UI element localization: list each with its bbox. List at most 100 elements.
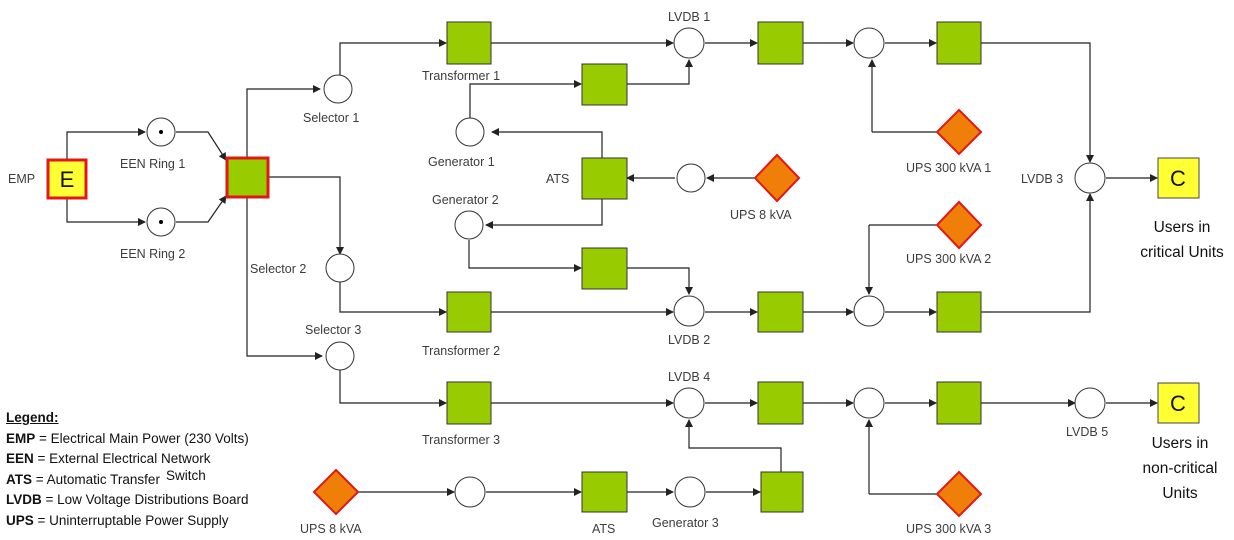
wire-switch-selector3 bbox=[246, 197, 323, 360]
generator-3-label: Generator 3 bbox=[652, 516, 719, 530]
ats-bottom-box bbox=[581, 471, 628, 513]
legend-text: = External Electrical Network bbox=[33, 451, 211, 466]
lvdb-5-node bbox=[1074, 387, 1106, 419]
ups-8kva-top-circle bbox=[676, 163, 706, 193]
lvdb-3-node bbox=[1074, 162, 1106, 194]
legend-text: = Low Voltage Distributions Board bbox=[41, 492, 249, 507]
wire-emp-ring2 bbox=[66, 196, 146, 226]
generator-2-label: Generator 2 bbox=[432, 193, 499, 207]
wire-ring1-switch bbox=[176, 131, 227, 161]
legend-abbr: EMP bbox=[6, 430, 36, 446]
lvdb-2-label: LVDB 2 bbox=[668, 333, 710, 347]
wire-box-lvdb3-top bbox=[981, 42, 1094, 163]
wire-box-lvdb4 bbox=[685, 419, 782, 472]
consumer-critical-box bbox=[1157, 157, 1200, 199]
generator-1-output-box bbox=[581, 63, 628, 106]
legend-abbr: LVDB bbox=[6, 492, 42, 507]
ups-junction-low bbox=[853, 387, 885, 419]
legend-abbr: UPS bbox=[6, 512, 34, 528]
lvdb-2-node bbox=[673, 295, 705, 327]
transformer-3-box bbox=[446, 381, 492, 425]
legend-abbr: EEN bbox=[6, 451, 34, 466]
selector-1-node bbox=[323, 74, 353, 104]
generator-1-node bbox=[455, 117, 485, 147]
selector-1-label: Selector 1 bbox=[303, 111, 359, 125]
main-switch-box bbox=[225, 156, 270, 199]
een-ring-1-dot bbox=[159, 130, 163, 134]
lvdb-4-node bbox=[673, 387, 705, 419]
ats-top-label: ATS bbox=[546, 172, 569, 186]
legend-item-lvdb: LVDB = Low Voltage Distributions Board bbox=[6, 490, 249, 511]
users-noncritical-line-3: Units bbox=[1162, 485, 1198, 502]
wire-switch-selector2 bbox=[268, 176, 344, 255]
transformer-1-box bbox=[446, 21, 492, 65]
wire-box-lvdb3-mid bbox=[981, 193, 1094, 313]
generator-3-output-box bbox=[760, 471, 804, 513]
selector-2-node bbox=[325, 253, 355, 283]
distribution-box-top-2 bbox=[936, 21, 982, 65]
ups-junction-mid bbox=[853, 295, 885, 327]
legend-title: Legend: bbox=[6, 410, 59, 425]
ups-8kva-bottom-label: UPS 8 kVA bbox=[300, 522, 362, 536]
wire-switch-selector1 bbox=[246, 85, 321, 158]
distribution-box-low-2 bbox=[936, 381, 982, 425]
legend-item-ups: UPS = Uninterruptable Power Supply bbox=[6, 511, 249, 532]
wire-ats-generator2 bbox=[485, 199, 603, 229]
distribution-box-low-1 bbox=[757, 381, 804, 425]
consumer-noncritical-symbol: C bbox=[1170, 391, 1186, 416]
ups-300-3-diamond bbox=[935, 470, 983, 518]
ats-top-box bbox=[581, 157, 628, 200]
legend-item-emp: EMP = Electrical Main Power (230 Volts) bbox=[6, 429, 249, 450]
wire-generator2-box bbox=[468, 240, 582, 272]
wire-ats-generator1 bbox=[491, 128, 603, 158]
lvdb-3-label: LVDB 3 bbox=[1021, 172, 1063, 186]
transformer-2-box bbox=[446, 291, 492, 333]
lvdb-5-label: LVDB 5 bbox=[1066, 425, 1108, 439]
ups-junction-top bbox=[853, 27, 885, 59]
emp-source: E bbox=[46, 158, 88, 200]
users-critical-line-1: Users in bbox=[1154, 219, 1211, 236]
legend-item-een: EEN = External Electrical Network bbox=[6, 449, 249, 470]
legend-item-ats: ATS = Automatic Transfer Switch bbox=[6, 467, 249, 491]
emp-symbol-label: E bbox=[60, 167, 75, 192]
wire-ring2-switch bbox=[176, 195, 227, 223]
legend-text: = Uninterruptable Power Supply bbox=[33, 512, 229, 528]
generator-1-label: Generator 1 bbox=[428, 155, 495, 169]
generator-2-node bbox=[454, 210, 484, 240]
distribution-box-mid-2 bbox=[936, 291, 982, 333]
generator-3-node bbox=[674, 476, 706, 508]
ups-300-2-diamond bbox=[935, 200, 983, 250]
generator-2-output-box bbox=[581, 247, 628, 290]
ups-8kva-top-diamond bbox=[753, 153, 801, 203]
legend-text: = Automatic Transfer bbox=[32, 471, 160, 487]
ups-300-2-label: UPS 300 kVA 2 bbox=[906, 252, 991, 266]
ups-8kva-bottom-circle bbox=[454, 476, 486, 508]
connections bbox=[66, 39, 1158, 496]
een-ring-1-label: EEN Ring 1 bbox=[120, 157, 185, 171]
legend-text-extra: Switch bbox=[165, 467, 206, 483]
users-critical-line-2: critical Units bbox=[1140, 244, 1224, 261]
wire-generator1-box bbox=[469, 80, 582, 118]
users-noncritical-line-1: Users in bbox=[1152, 435, 1209, 452]
legend-abbr: ATS bbox=[6, 471, 32, 487]
lvdb-1-label: LVDB 1 bbox=[668, 10, 710, 24]
een-ring-2-dot bbox=[159, 220, 163, 224]
transformer-1-label: Transformer 1 bbox=[422, 69, 500, 83]
emp-label: EMP bbox=[8, 172, 35, 186]
transformer-3-label: Transformer 3 bbox=[422, 433, 500, 447]
selector-3-label: Selector 3 bbox=[305, 323, 361, 337]
consumer-critical-symbol: C bbox=[1170, 166, 1186, 191]
lvdb-1-node bbox=[673, 27, 705, 59]
wire-selector3-transformer3 bbox=[339, 370, 447, 407]
selector-2-label: Selector 2 bbox=[250, 262, 306, 276]
ups-300-1-label: UPS 300 kVA 1 bbox=[906, 161, 991, 175]
consumer-noncritical-box bbox=[1157, 382, 1200, 424]
lvdb-4-label: LVDB 4 bbox=[668, 370, 710, 384]
een-ring-2-label: EEN Ring 2 bbox=[120, 247, 185, 261]
legend-text: = Electrical Main Power (230 Volts) bbox=[35, 430, 249, 446]
wire-box-lvdb1 bbox=[627, 59, 693, 85]
emp-box bbox=[46, 158, 88, 200]
ups-300-3-label: UPS 300 kVA 3 bbox=[906, 522, 991, 536]
wire-emp-ring1 bbox=[66, 128, 146, 170]
